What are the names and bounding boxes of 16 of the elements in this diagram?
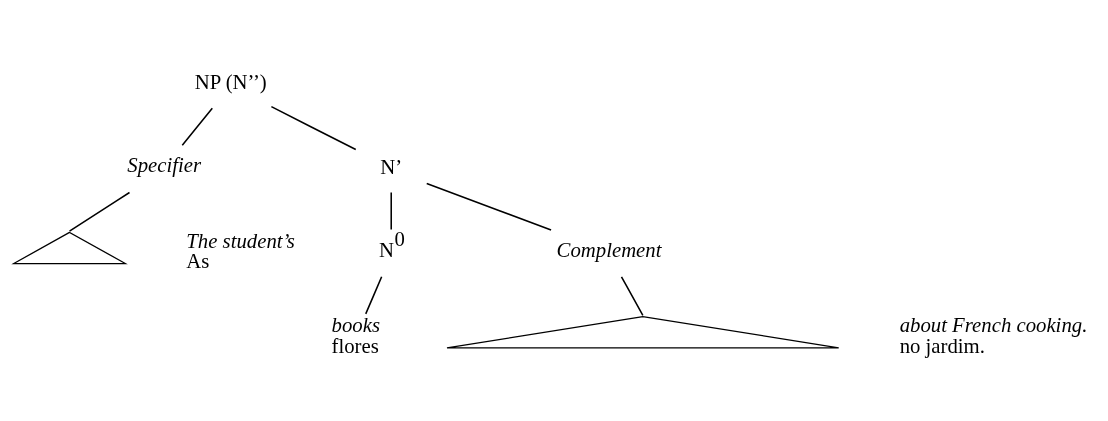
- connector: [390, 191, 392, 230]
- connector: [181, 106, 214, 146]
- node-text: NP (N’’): [194, 70, 267, 93]
- connector: [68, 191, 131, 232]
- connector: [270, 105, 357, 150]
- node-text: The student’s As: [186, 229, 295, 272]
- node-triangle: [11, 231, 128, 264]
- node-text: books flores: [331, 313, 380, 357]
- node-text: Specifier: [127, 153, 202, 176]
- connector: [365, 275, 383, 315]
- node-text: about French cooking. no jardim.: [899, 313, 1088, 357]
- connector: [425, 182, 552, 231]
- node-text: Complement: [556, 238, 662, 261]
- connector: [620, 275, 644, 316]
- node-triangle: [446, 315, 840, 348]
- node-text: N’: [380, 155, 403, 178]
